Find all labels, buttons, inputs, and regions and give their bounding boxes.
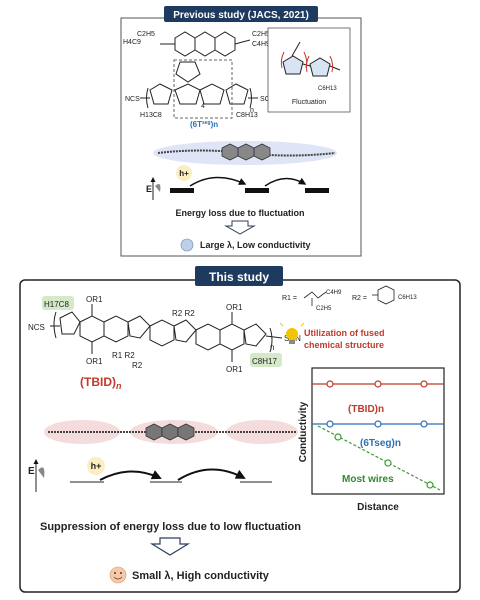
most-point-2: [384, 459, 392, 467]
chain-right: C8H13: [236, 112, 258, 119]
r1-c2h5: C2H5: [316, 306, 332, 312]
r1-c4h9: C4H9: [326, 290, 342, 296]
current-banner-text: This study: [209, 270, 269, 284]
prev-level-2: [245, 188, 269, 193]
prev-down-arrow: [224, 220, 256, 235]
top-right-chain: C4H9: [252, 41, 270, 48]
plot-frame: [311, 367, 445, 495]
inset-thiophenes: [280, 41, 341, 77]
end-group-ncs: NCS: [125, 96, 140, 103]
top-left-chain: H4C9: [123, 39, 141, 46]
prev-loss-text: Energy loss due to fluctuation: [175, 208, 304, 218]
previous-banner-text: Previous study (JACS, 2021): [173, 10, 309, 21]
curr-energy-axis: E: [28, 466, 35, 477]
h17c8-highlight: [42, 296, 74, 310]
curr-hop-2: [177, 468, 246, 481]
plot-xlabel: Distance: [357, 502, 399, 513]
polymer-label: (6Tseg)n: [190, 120, 218, 129]
sad-face-icon: [180, 238, 194, 252]
top-right-eth: C2H5: [252, 31, 270, 38]
prev-hole: h+: [179, 169, 189, 178]
lightbulb-icon: [279, 322, 305, 344]
or1-top-right: OR1: [226, 303, 243, 312]
fluctuation-inset: [267, 27, 351, 113]
previous-structure: [140, 31, 258, 119]
previous-banner: [164, 6, 318, 22]
tbid-chain-core: [145, 423, 195, 441]
plot-ylabel: Conductivity: [298, 401, 309, 462]
or1-bottom-left: OR1: [86, 357, 103, 366]
fused-note-2: chemical structure: [304, 340, 384, 350]
r2-bottom: R1 R2: [112, 351, 135, 360]
or1-top-left: OR1: [86, 295, 103, 304]
prev-hole-bubble: [176, 165, 192, 181]
r1-def: R1 =: [282, 295, 297, 302]
inset-subst: C6H13: [318, 86, 337, 92]
prev-energy-axis: E: [146, 184, 152, 194]
prev-chain-core: [221, 143, 271, 161]
curr-hole: h+: [91, 461, 102, 471]
tbid-structure: [50, 304, 283, 362]
curr-result: Small λ, High conductivity: [132, 570, 270, 582]
prev-hop-2: [264, 177, 307, 187]
prev-result: Large λ, Low conductivity: [200, 240, 311, 250]
prev-hop-1: [189, 176, 247, 187]
label-tbid: (TBID)n: [348, 404, 384, 415]
h17c8-label: H17C8: [44, 300, 69, 309]
label-6t: (6Tseg)n: [360, 438, 401, 449]
end-group-scn: SCN: [260, 96, 275, 103]
conductivity-plot: Conductivity Distance (TBID)n (6Tseg)n M…: [298, 367, 445, 513]
curr-down-arrow: [149, 537, 191, 556]
prev-level-1: [170, 188, 194, 193]
sixt-point-1: [326, 420, 334, 428]
r1-skeleton: [303, 291, 327, 299]
r2-bottom-2: R2: [132, 361, 143, 370]
curr-dos: [38, 467, 45, 478]
tbid-ncs: NCS: [28, 323, 45, 332]
tbid-point-2: [374, 380, 382, 388]
tbid-point-1: [326, 380, 334, 388]
repeat-4: 4: [201, 103, 205, 110]
suppression-text: Suppression of energy loss due to low fl…: [40, 521, 301, 533]
chain-left: H13C8: [140, 112, 162, 119]
r2-c6h13: C6H13: [398, 295, 417, 301]
sixt-point-2: [374, 420, 382, 428]
fused-note-1: Utilization of fused: [304, 328, 385, 338]
tbid-repeat-n: n: [270, 343, 274, 352]
r2-top: R2 R2: [172, 309, 195, 318]
tbid-name: (TBID)n: [80, 375, 122, 391]
inset-caption: Fluctuation: [292, 99, 326, 106]
current-banner: [195, 266, 283, 286]
c8h17-label: C8H17: [252, 357, 277, 366]
c8h17-highlight: [250, 353, 282, 367]
repeat-n: n: [250, 107, 254, 114]
curr-hop-1: [99, 470, 162, 481]
r2-phenyl: [377, 285, 395, 305]
sixt-point-3: [420, 420, 428, 428]
label-most: Most wires: [342, 474, 394, 485]
happy-face-icon: [109, 566, 127, 584]
r2-def: R2 =: [352, 295, 367, 302]
top-left-eth: C2H5: [137, 31, 155, 38]
tbid-point-3: [420, 380, 428, 388]
most-point-1: [334, 433, 342, 441]
or1-bottom-right: OR1: [226, 365, 243, 374]
prev-dos: [155, 184, 161, 192]
prev-level-3: [305, 188, 329, 193]
curr-hole-bubble: [87, 457, 105, 475]
most-point-3: [426, 481, 434, 489]
